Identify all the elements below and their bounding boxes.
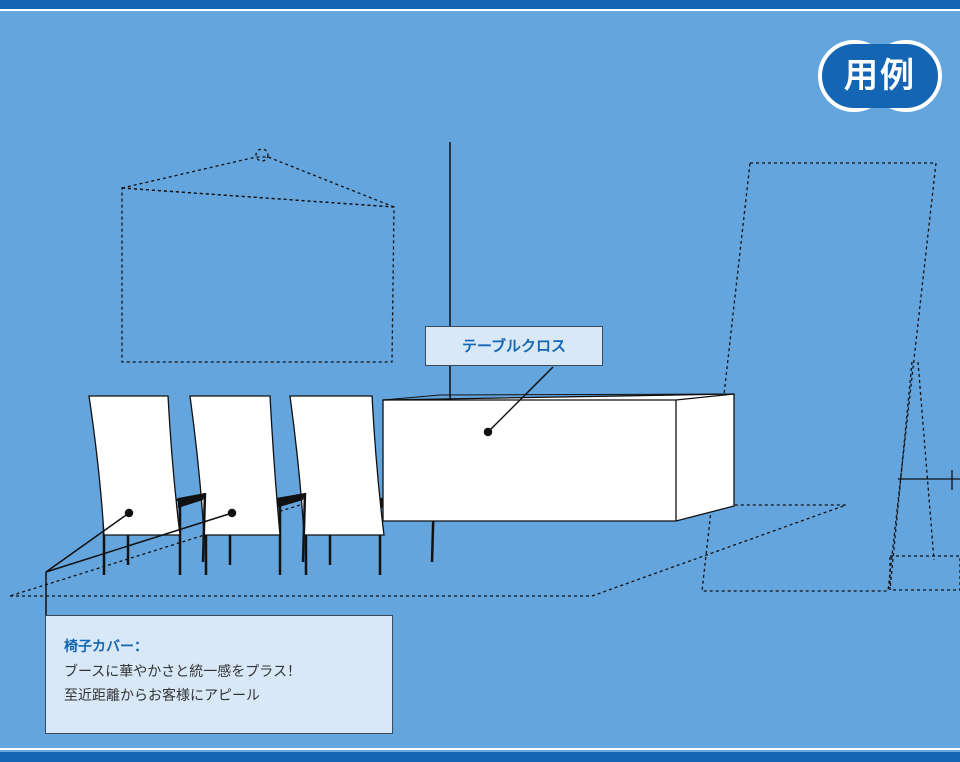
top-band bbox=[0, 0, 960, 11]
bottom-band bbox=[0, 748, 960, 762]
covered-table bbox=[382, 393, 735, 522]
table-cloth-label: テーブルクロス bbox=[425, 326, 603, 366]
leader-lines bbox=[45, 366, 554, 615]
chair-cover-note: 椅子カバー： ブースに華やかさと統一感をプラス！ 至近距離からお客様にアピール bbox=[45, 615, 393, 734]
side-stand bbox=[889, 361, 960, 591]
example-badge-text: 用例 bbox=[844, 56, 916, 96]
chair-cover-line-2: 至近距離からお客様にアピール bbox=[64, 688, 260, 704]
banner-stand-outline bbox=[701, 162, 937, 592]
chair-cover-title: 椅子カバー： bbox=[64, 639, 148, 655]
chair-2 bbox=[189, 395, 307, 575]
chair-cover-line-1: ブースに華やかさと統一感をプラス！ bbox=[64, 664, 302, 680]
chair-1 bbox=[88, 395, 207, 575]
example-badge: 用例 bbox=[818, 40, 942, 112]
hanging-banner-outline bbox=[121, 148, 395, 363]
